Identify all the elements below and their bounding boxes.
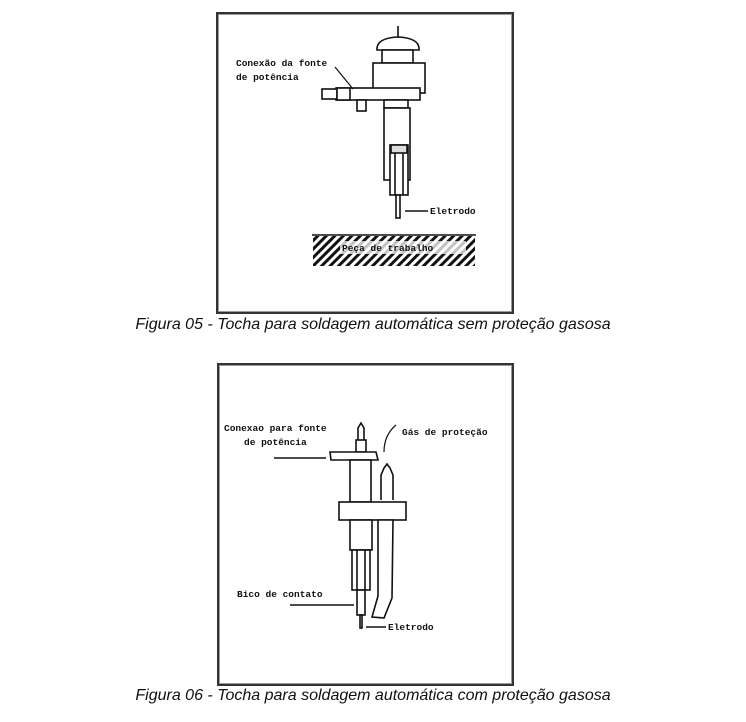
label-electrode: Eletrodo (388, 622, 434, 633)
label-contact-tip: Bico de contato (237, 589, 323, 600)
figure-06-caption: Figura 06 - Tocha para soldagem automáti… (135, 687, 611, 704)
label-power-connection-line1: Conexao para fonte (224, 423, 327, 434)
label-power-connection-line2: de potência (244, 437, 307, 448)
label-workpiece: Peça de trabalho (342, 243, 434, 254)
figure-05-caption: Figura 05 - Tocha para soldagem automáti… (135, 316, 611, 333)
label-shielding-gas: Gás de proteção (402, 427, 488, 438)
torch-without-gas-illustration (321, 26, 428, 219)
label-power-connection-line2: de potência (236, 72, 299, 83)
label-electrode: Eletrodo (430, 206, 476, 217)
torch-with-gas-illustration (274, 421, 407, 629)
workpiece-illustration (312, 234, 476, 266)
label-power-connection-line1: Conexão da fonte (236, 58, 328, 69)
